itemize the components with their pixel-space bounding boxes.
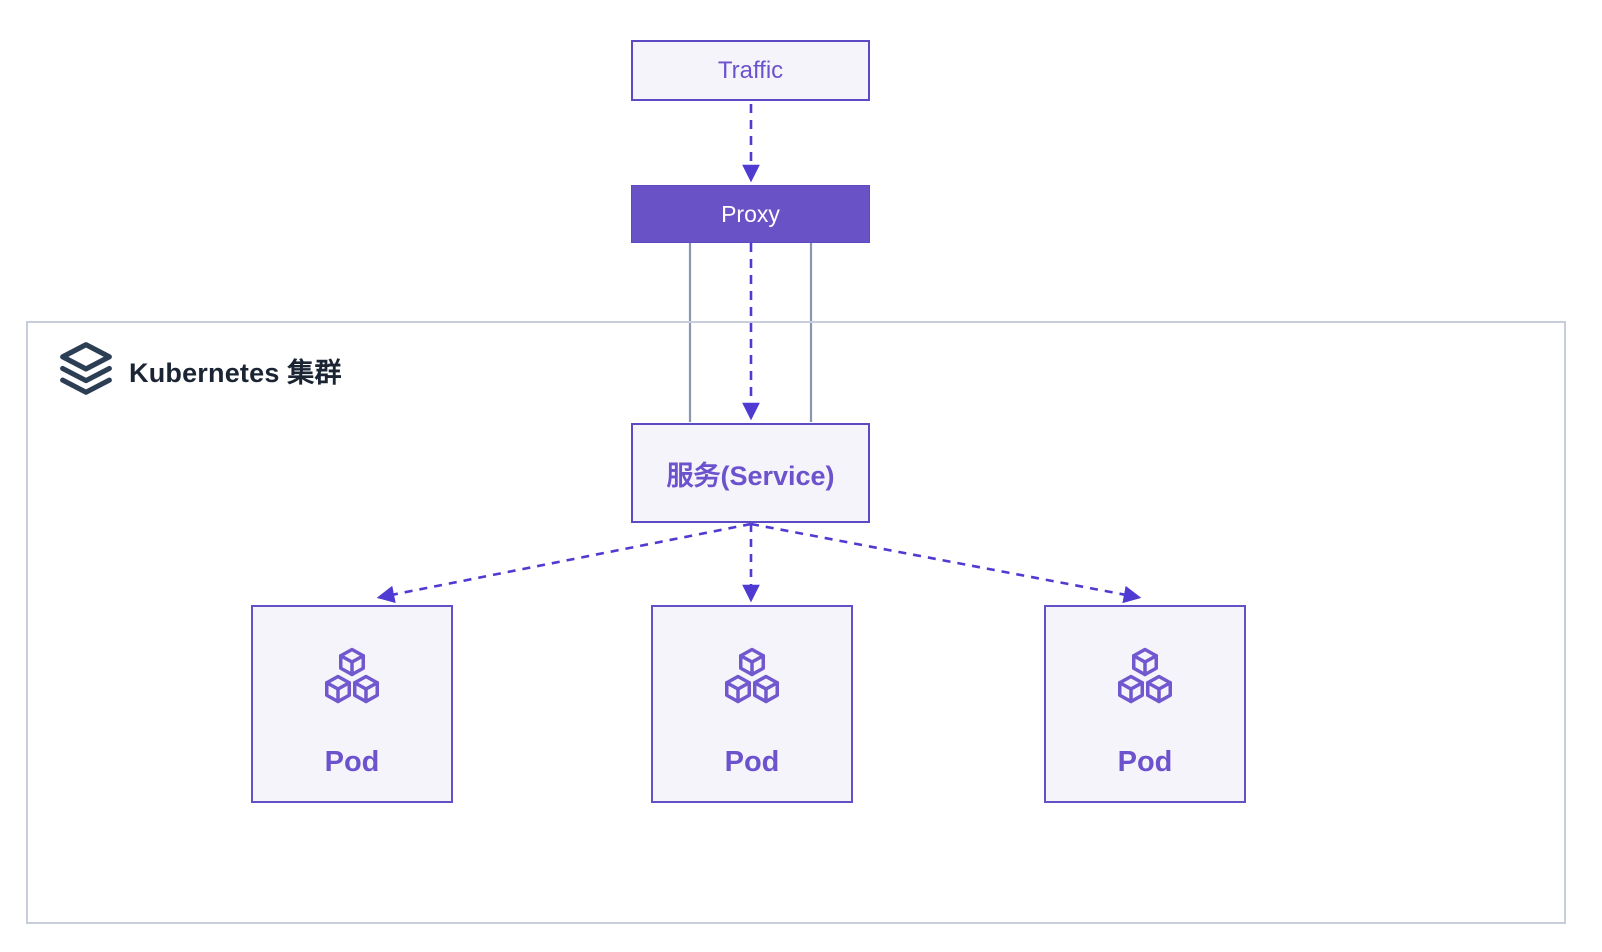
service-node: 服务(Service) [631, 423, 870, 523]
cubes-icon [323, 647, 381, 710]
cluster-title: Kubernetes 集群 [129, 358, 342, 388]
cubes-icon [723, 647, 781, 710]
pod-label: Pod [1117, 746, 1173, 778]
pod-node-3: Pod [1044, 605, 1246, 803]
pod-node-1: Pod [251, 605, 453, 803]
proxy-node: Proxy [631, 185, 870, 243]
traffic-node: Traffic [631, 40, 870, 101]
layers-icon [58, 338, 114, 403]
cubes-icon [1116, 647, 1174, 710]
pod-label: Pod [324, 746, 380, 778]
cluster-header: Kubernetes 集群 [58, 338, 342, 403]
pod-node-2: Pod [651, 605, 853, 803]
proxy-label: Proxy [721, 200, 780, 227]
pod-label: Pod [724, 746, 780, 778]
kubernetes-cluster-container: Kubernetes 集群 [26, 321, 1566, 924]
traffic-label: Traffic [717, 56, 784, 84]
service-label: 服务(Service) [666, 460, 835, 491]
